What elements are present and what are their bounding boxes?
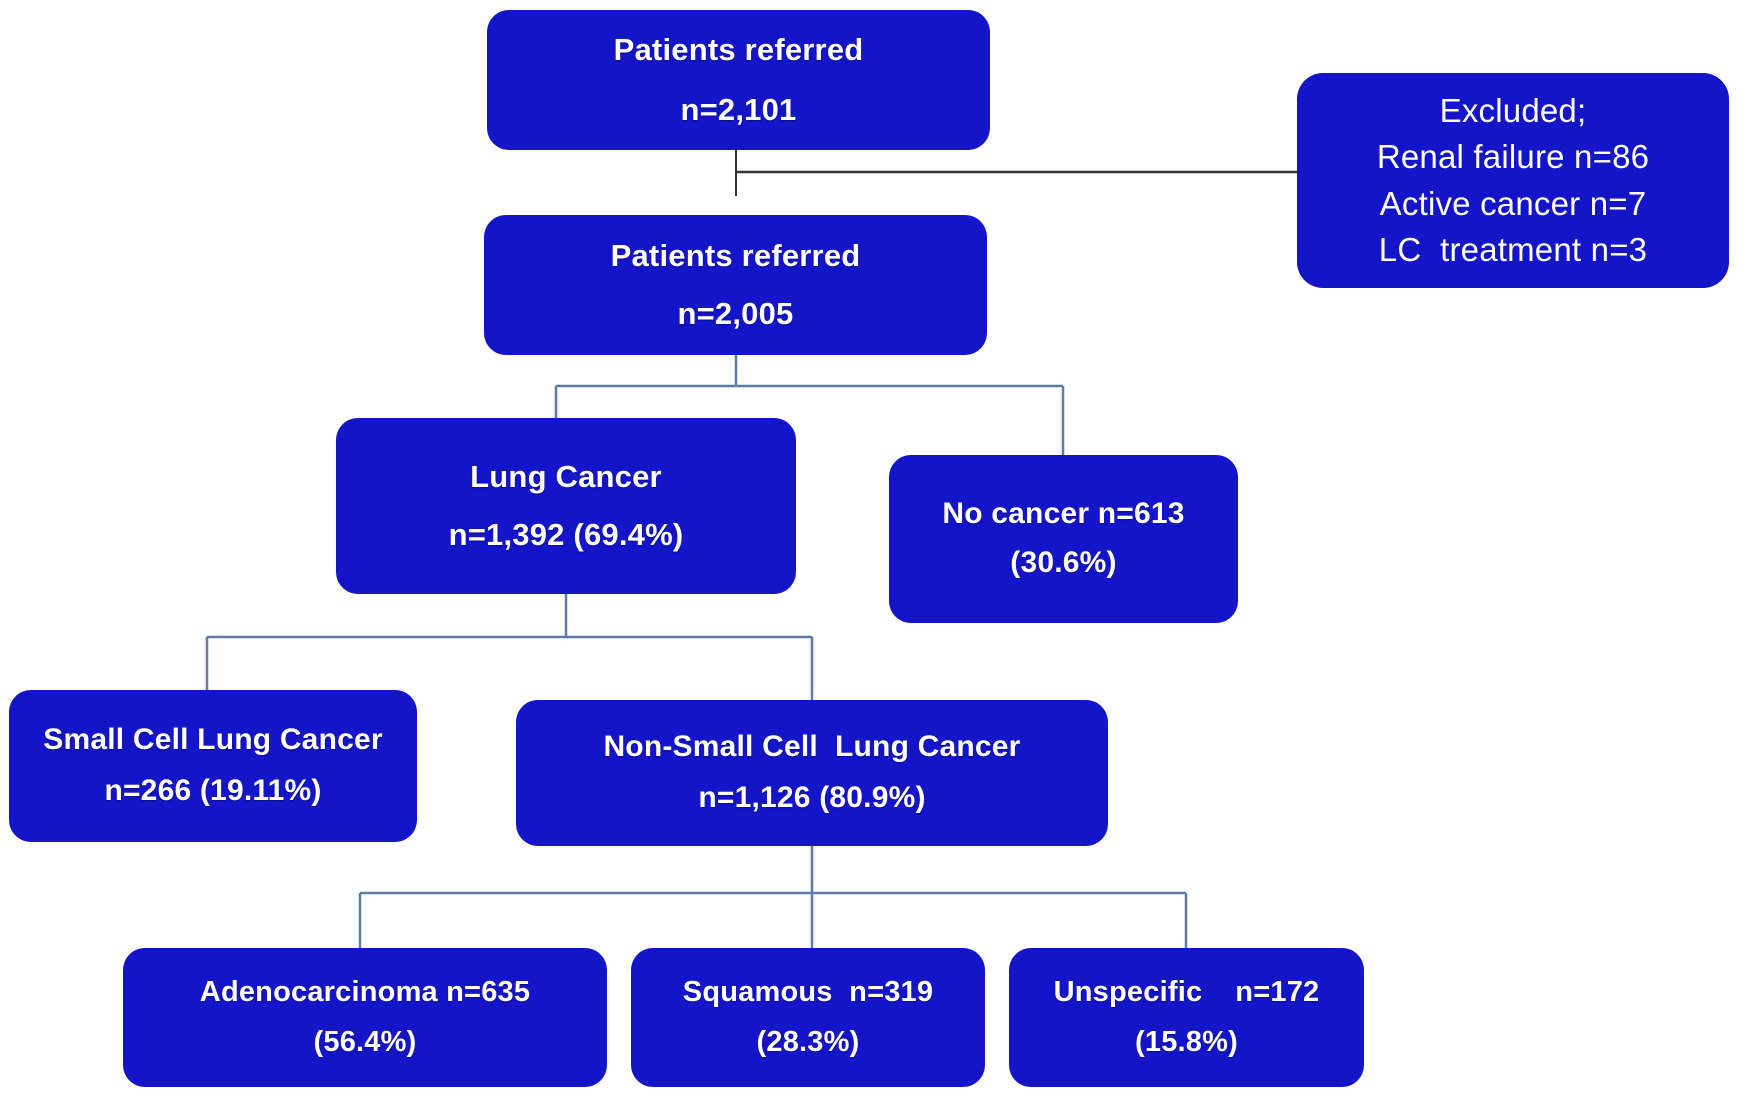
node-lung-cancer[interactable]: Lung Cancer n=1,392 (69.4%) xyxy=(336,418,796,594)
node-line-count: n=1,392 (69.4%) xyxy=(448,517,684,552)
node-line-title: Patients referred xyxy=(610,237,861,273)
node-line-percent: (56.4%) xyxy=(313,1025,417,1058)
node-unspecific[interactable]: Unspecific n=172 (15.8%) xyxy=(1009,948,1364,1087)
node-line-renal-failure: Renal failure n=86 xyxy=(1376,138,1650,176)
node-line-title: Small Cell Lung Cancer xyxy=(43,723,383,757)
node-line-percent: (30.6%) xyxy=(1010,546,1117,579)
node-line-title: Patients referred xyxy=(613,31,864,67)
node-line-percent: (28.3%) xyxy=(756,1025,860,1058)
node-line-title: Adenocarcinoma n=635 xyxy=(199,976,531,1009)
node-non-small-cell-lung-cancer[interactable]: Non-Small Cell Lung Cancer n=1,126 (80.9… xyxy=(516,700,1108,846)
node-line-count: n=2,101 xyxy=(680,92,797,127)
node-line-title: Non-Small Cell Lung Cancer xyxy=(603,730,1021,764)
node-line-count: n=2,005 xyxy=(677,296,794,331)
node-adenocarcinoma[interactable]: Adenocarcinoma n=635 (56.4%) xyxy=(123,948,607,1087)
node-line-percent: (15.8%) xyxy=(1135,1025,1238,1058)
node-excluded[interactable]: Excluded; Renal failure n=86 Active canc… xyxy=(1297,73,1729,288)
node-small-cell-lung-cancer[interactable]: Small Cell Lung Cancer n=266 (19.11%) xyxy=(9,690,417,842)
node-line-title: Lung Cancer xyxy=(470,458,662,494)
node-line-active-cancer: Active cancer n=7 xyxy=(1379,184,1647,222)
node-line-title: Squamous n=319 xyxy=(682,976,934,1009)
node-line-title: No cancer n=613 xyxy=(942,497,1185,531)
node-line-lc-treatment: LC treatment n=3 xyxy=(1378,230,1648,268)
node-patients-referred-total[interactable]: Patients referred n=2,101 xyxy=(487,10,990,150)
node-line-count: n=1,126 (80.9%) xyxy=(698,781,926,814)
node-patients-referred-included[interactable]: Patients referred n=2,005 xyxy=(484,215,987,355)
node-line-title: Unspecific n=172 xyxy=(1053,976,1320,1009)
node-line-excluded-title: Excluded; xyxy=(1439,92,1587,130)
node-no-cancer[interactable]: No cancer n=613 (30.6%) xyxy=(889,455,1238,623)
node-squamous[interactable]: Squamous n=319 (28.3%) xyxy=(631,948,985,1087)
node-line-count: n=266 (19.11%) xyxy=(104,774,322,807)
